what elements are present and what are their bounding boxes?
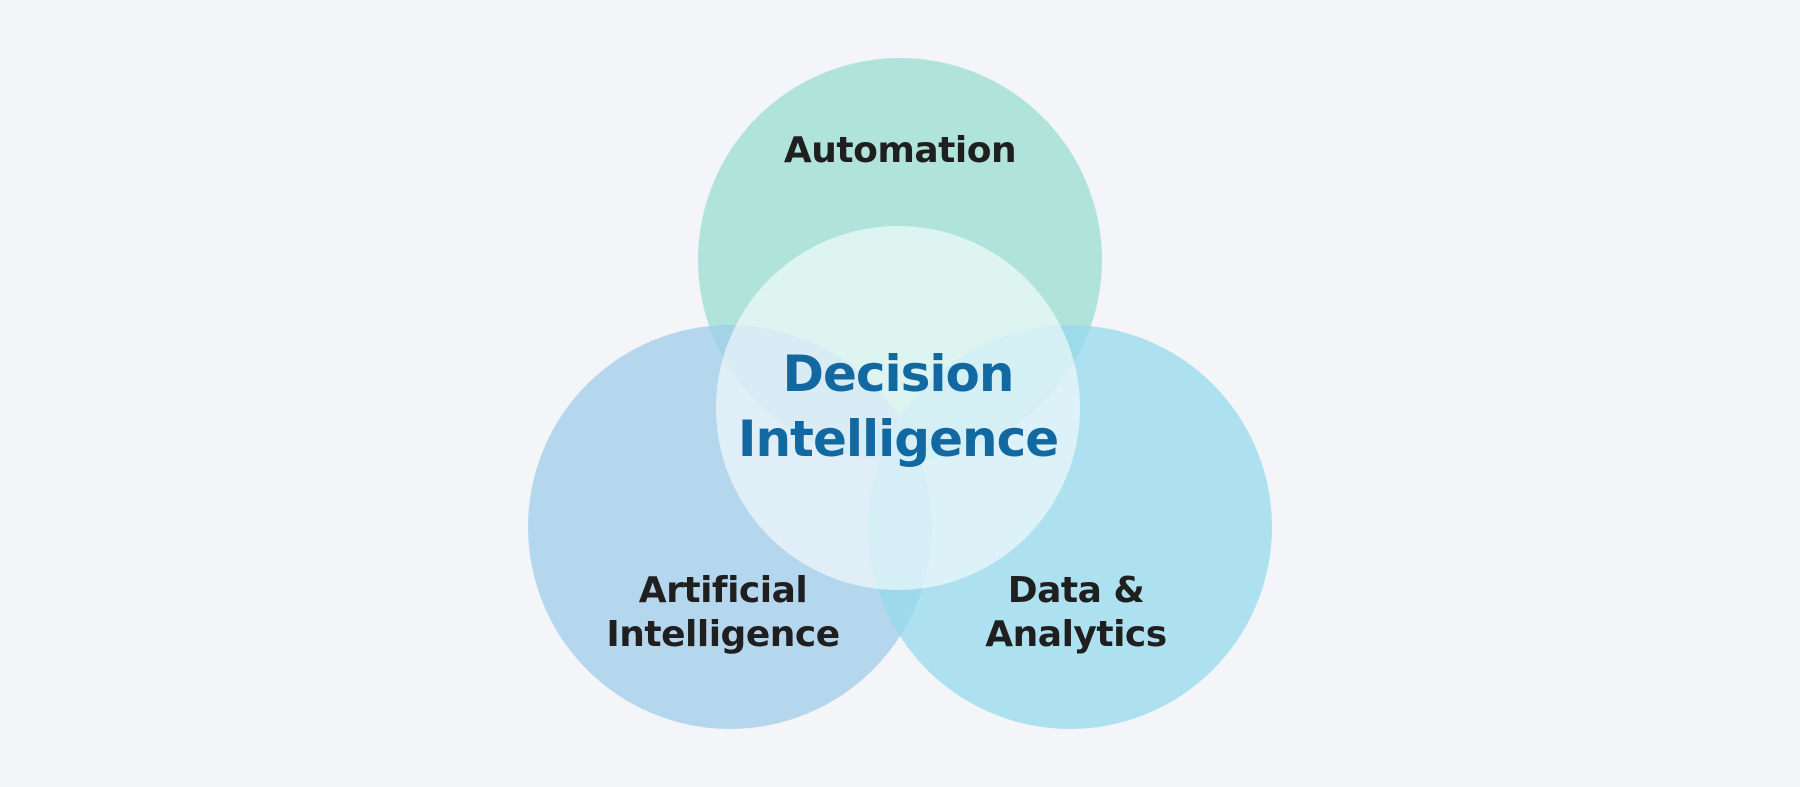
label-data-analytics-line1: Data &: [1007, 570, 1145, 611]
label-artificial-intelligence-line2: Intelligence: [606, 614, 840, 655]
center-overlay-circle: [716, 226, 1080, 590]
label-automation: Automation: [783, 129, 1017, 173]
label-data-analytics: Data & Analytics: [985, 569, 1167, 657]
label-artificial-intelligence-line1: Artificial: [638, 570, 808, 611]
label-artificial-intelligence: Artificial Intelligence: [606, 569, 840, 657]
label-decision-intelligence-line2: Intelligence: [737, 410, 1059, 468]
label-data-analytics-line2: Analytics: [985, 614, 1167, 655]
label-decision-intelligence-line1: Decision: [782, 345, 1014, 403]
label-automation-line1: Automation: [783, 130, 1017, 171]
label-decision-intelligence: Decision Intelligence: [737, 342, 1059, 472]
